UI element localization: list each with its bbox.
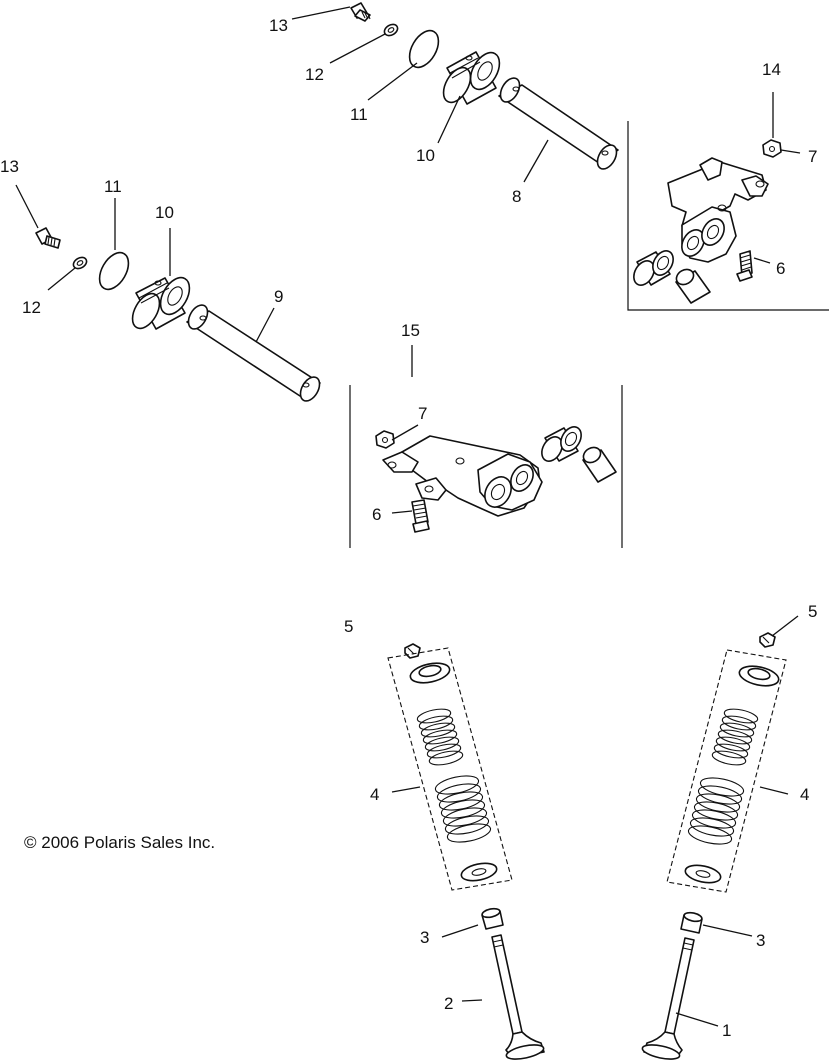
bolt-13-top <box>350 2 371 22</box>
rocker-pin-14 <box>675 268 711 304</box>
rocker-pin-15 <box>582 446 617 483</box>
callout-12-top: 12 <box>305 65 324 84</box>
spring-seat-left <box>460 862 498 882</box>
valve-seal-3-left <box>481 907 504 930</box>
retainer-left <box>409 662 451 684</box>
retainer-right <box>738 665 780 687</box>
rocker-bushing-15 <box>541 426 582 462</box>
outer-spring-right <box>687 777 745 845</box>
spring-seat-right <box>684 864 722 884</box>
callout-7-middle: 7 <box>418 404 427 423</box>
callout-5-right: 5 <box>808 602 817 621</box>
callout-3-right: 3 <box>756 931 765 950</box>
adjuster-screw-6-right <box>736 250 753 282</box>
o-ring-11-left <box>98 251 130 291</box>
outer-spring-left <box>434 775 492 843</box>
callout-14: 14 <box>762 60 781 79</box>
shaft-8 <box>498 77 619 170</box>
callout-6-right: 6 <box>776 259 785 278</box>
washer-12-left <box>72 256 88 270</box>
valve-2 <box>491 934 545 1060</box>
nut-7-middle <box>375 430 395 449</box>
callout-6-middle: 6 <box>372 505 381 524</box>
valve-stack-left <box>387 643 545 1060</box>
callout-13-top: 13 <box>269 16 288 35</box>
callout-9: 9 <box>274 287 283 306</box>
rocker-bushing-14 <box>633 250 674 286</box>
callout-4-right: 4 <box>800 785 809 804</box>
keeper-5-left <box>404 643 421 659</box>
callout-1: 1 <box>722 1021 731 1040</box>
nut-7-right <box>762 139 782 158</box>
keeper-5-right <box>759 632 776 648</box>
bushing-10-left <box>131 276 191 330</box>
valve-stack-right <box>641 615 799 1060</box>
callout-15: 15 <box>401 321 420 340</box>
callout-8: 8 <box>512 187 521 206</box>
callout-4-left: 4 <box>370 785 379 804</box>
callout-3-left: 3 <box>420 928 429 947</box>
copyright-text: © 2006 Polaris Sales Inc. <box>24 833 215 852</box>
callout-11-top: 11 <box>350 105 368 124</box>
inner-spring-right <box>711 708 759 766</box>
shaft-9 <box>186 304 321 402</box>
o-ring-11-top <box>408 29 440 69</box>
callout-10-top: 10 <box>416 146 435 165</box>
shaft-assembly-left <box>15 184 321 402</box>
adjuster-screw-6-middle <box>411 499 430 533</box>
callout-11-left: 11 <box>104 177 122 196</box>
inner-spring-left <box>416 708 464 766</box>
rocker-arm-15 <box>349 345 623 548</box>
washer-12-top <box>383 23 399 37</box>
callout-10-left: 10 <box>155 203 174 222</box>
rocker-arm-14 <box>627 92 829 311</box>
valve-seal-3-right <box>680 911 703 934</box>
callout-5-left: 5 <box>344 617 353 636</box>
callout-2: 2 <box>444 994 453 1013</box>
callout-12-left: 12 <box>22 298 41 317</box>
bolt-13-left <box>35 227 61 249</box>
callout-7-right: 7 <box>808 147 817 166</box>
bushing-10-top <box>442 51 501 105</box>
valve-1 <box>641 937 695 1060</box>
shaft-assembly-top <box>291 2 619 183</box>
callout-13-left: 13 <box>0 157 19 176</box>
